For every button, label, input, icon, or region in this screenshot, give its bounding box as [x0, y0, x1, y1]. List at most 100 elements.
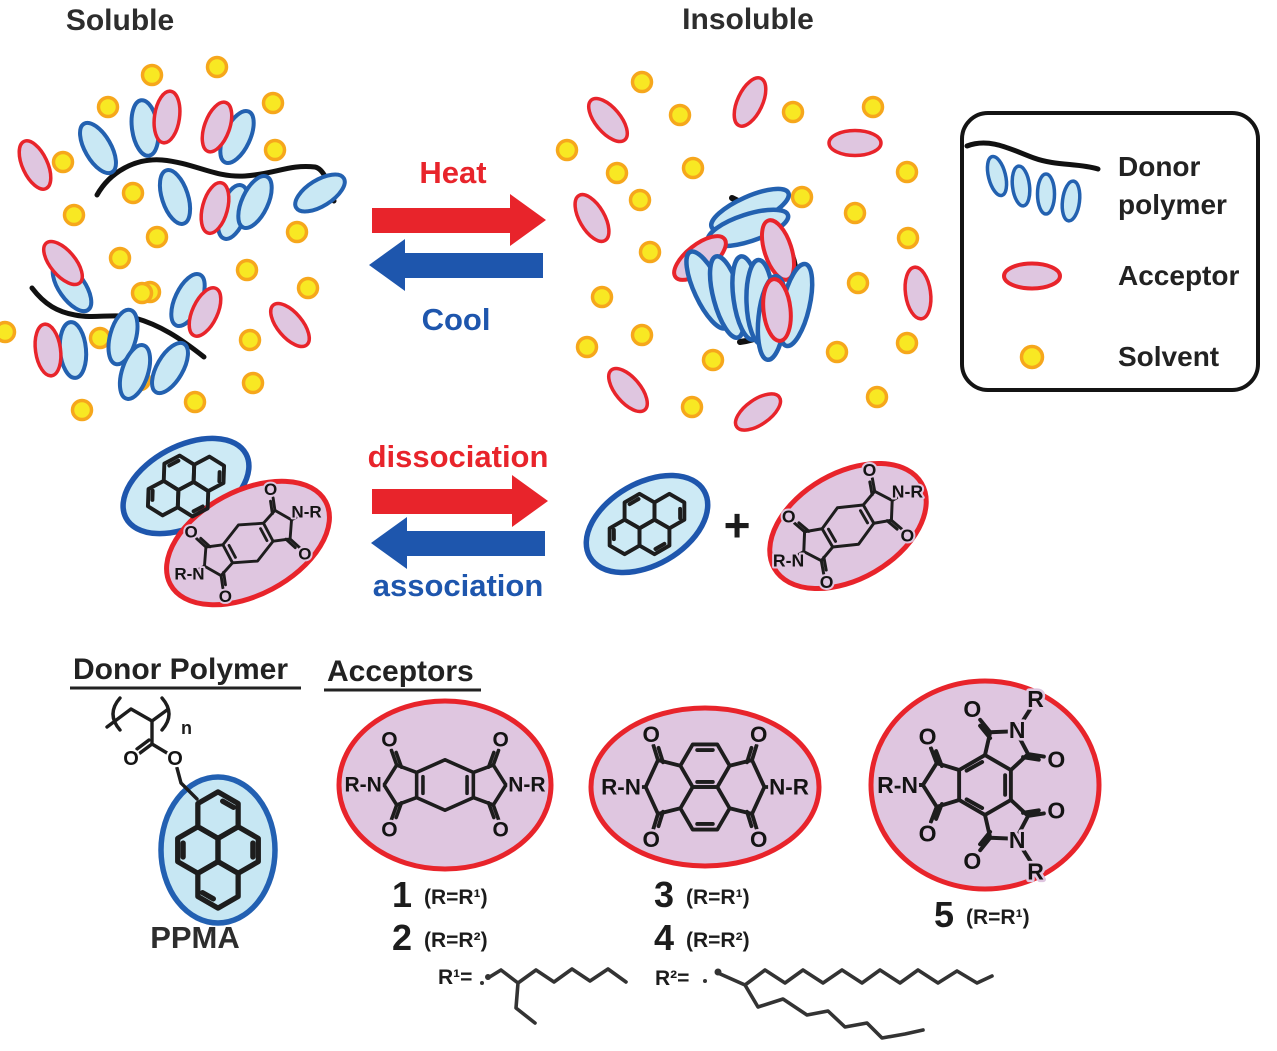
dissociation-label: dissociation — [368, 439, 549, 474]
compound-3-rgroup: (R=R¹) — [686, 886, 750, 909]
acceptor-ellipse — [732, 76, 768, 128]
compound-1-rgroup: (R=R¹) — [424, 886, 488, 909]
solvent-dot — [628, 188, 652, 212]
atom-label: O — [963, 848, 981, 874]
solvent-dot — [668, 103, 692, 127]
atom-label: O — [782, 507, 796, 527]
solvent-dot — [235, 258, 259, 282]
atom-label: O — [264, 480, 277, 499]
atom-label: N-R — [508, 774, 545, 797]
polymer-paren-close — [160, 696, 171, 732]
donor-unit-ellipse — [1060, 179, 1082, 223]
association-arrow — [371, 517, 545, 569]
solvent-dot — [590, 285, 614, 309]
solvent-dot — [130, 281, 154, 305]
legend-polymer-chain — [964, 140, 1101, 172]
acceptor-ellipse — [268, 301, 312, 349]
atom-label: N-R — [291, 502, 321, 521]
donor-unit-ellipse — [117, 343, 153, 401]
compound-5-rgroup: (R=R¹) — [966, 906, 1030, 929]
dissociation-arrow — [372, 475, 548, 527]
ppma-label: PPMA — [150, 920, 240, 955]
atom-label: O — [820, 572, 834, 592]
r2-attachment-dot — [703, 979, 707, 983]
atom-label: O — [219, 587, 232, 606]
atom-label: N — [1009, 827, 1026, 853]
atom-label: O — [750, 722, 767, 747]
acceptor-ellipse — [152, 89, 182, 145]
solvent-dot — [0, 320, 17, 344]
solvent-dot — [121, 181, 145, 205]
acceptor-ellipse — [187, 286, 223, 338]
acceptor-ellipse — [586, 96, 630, 144]
insoluble-mixture — [555, 70, 933, 432]
solvent-dot — [843, 201, 867, 225]
solvent-dot — [238, 328, 262, 352]
atom-label: N-R — [892, 482, 924, 502]
donor-unit-ellipse — [78, 120, 118, 176]
legend-donor-label-2: polymer — [1118, 189, 1227, 220]
acceptor-5-ellipse — [868, 678, 1102, 892]
atom-label: O — [492, 728, 508, 751]
solvent-dot — [555, 138, 579, 162]
association-label: association — [373, 568, 544, 603]
heat-label: Heat — [419, 155, 486, 190]
acceptor-ellipse — [759, 218, 797, 282]
cool-arrow — [369, 239, 543, 291]
atom-label: O — [1047, 797, 1065, 823]
acceptor-complex-ellipse — [164, 478, 332, 608]
polymer-aggregate — [672, 186, 815, 363]
donor-unit-ellipse — [236, 174, 274, 230]
acceptor-ellipse — [573, 192, 611, 244]
solvent-dot — [62, 203, 86, 227]
donor-unit-ellipse — [1035, 172, 1057, 216]
solvent-dot — [630, 70, 654, 94]
solvent-dot — [846, 271, 870, 295]
acceptor-ellipse — [903, 265, 933, 321]
atom-label: R-N — [877, 772, 918, 798]
solvent-dot — [140, 63, 164, 87]
compound-2-number: 2 — [392, 917, 412, 958]
legend-solvent-label: Solvent — [1118, 341, 1219, 372]
compound-4-number: 4 — [654, 917, 674, 958]
atom-label: R-N — [773, 550, 804, 570]
acceptor-ellipse — [17, 139, 53, 191]
solvent-dot — [605, 161, 629, 185]
legend-solvent-glyph — [1019, 344, 1045, 370]
acceptor-ellipse — [827, 128, 883, 158]
atom-label: O — [900, 525, 914, 545]
atom-label: N — [1009, 717, 1026, 743]
compound-labels: 1 (R=R¹) 2 (R=R²) 3 (R=R¹) 4 (R=R²) 5 (R… — [392, 874, 1030, 958]
donor-polymer-heading: Donor Polymer — [73, 653, 288, 686]
atom-label: R-N — [344, 774, 381, 797]
solvent-dot — [183, 390, 207, 414]
atom-label: O — [123, 748, 139, 770]
acceptor-ellipse — [200, 100, 234, 154]
atom-label: O — [643, 722, 660, 747]
solvent-dot — [895, 160, 919, 184]
atom-label: O — [492, 819, 508, 842]
atom-label: O — [298, 545, 311, 564]
solvent-dot — [51, 150, 75, 174]
donor-unit-ellipse — [985, 154, 1009, 198]
r2-definition-label: R²= — [655, 967, 689, 990]
solvent-dot — [70, 398, 94, 422]
solvent-dot — [781, 100, 805, 124]
legend-acceptor-glyph — [1002, 261, 1062, 291]
solvent-dot — [681, 156, 705, 180]
solvent-dot — [861, 95, 885, 119]
plus-sign: + — [724, 499, 751, 551]
soluble-title: Soluble — [66, 4, 174, 37]
soluble-mixture — [0, 55, 347, 422]
legend-donor-glyph — [985, 154, 1082, 223]
donor-unit-ellipse — [157, 168, 193, 226]
legend-donor-label-1: Donor — [1118, 151, 1201, 182]
